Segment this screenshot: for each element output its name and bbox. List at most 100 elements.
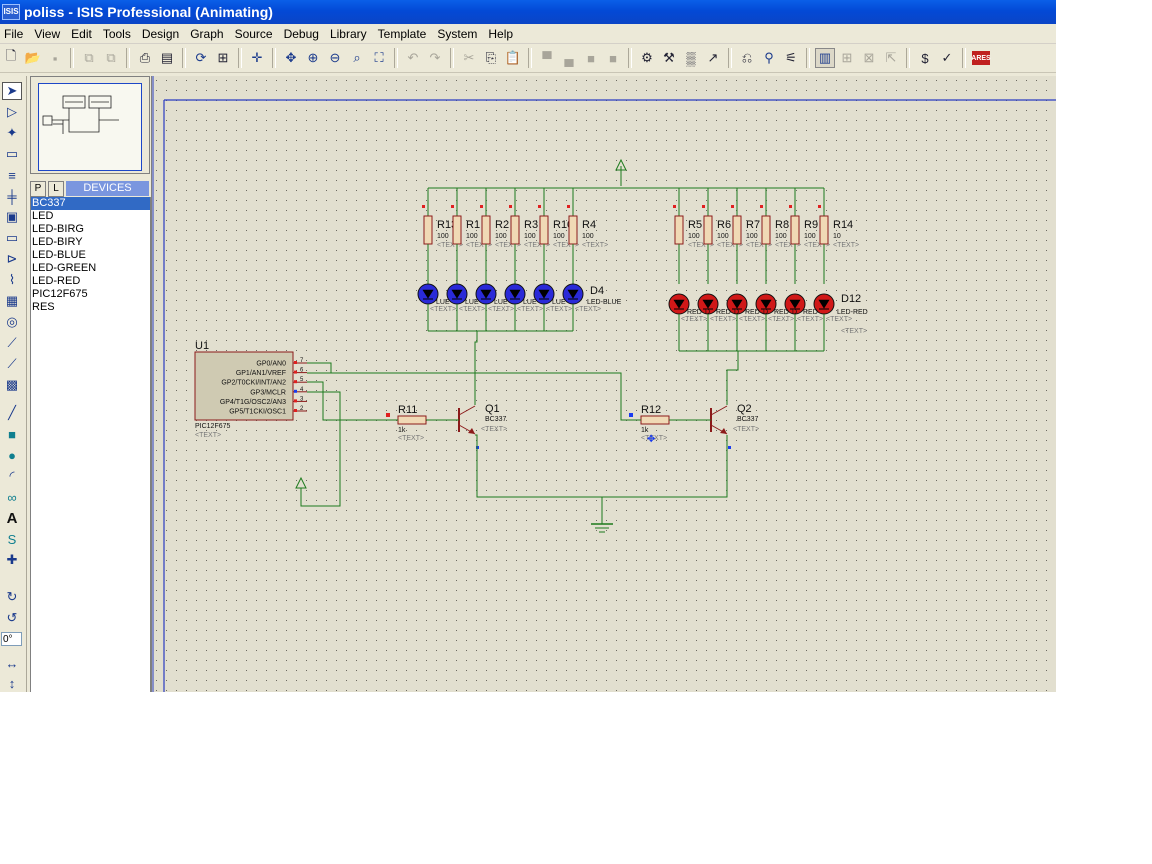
grid-icon[interactable]: ⊞	[217, 50, 229, 65]
device-item-pic12f675[interactable]: PIC12F675	[32, 288, 88, 300]
zoom-all-icon[interactable]: ⌕	[353, 50, 361, 65]
device-item-led-green[interactable]: LED-GREEN	[32, 262, 97, 274]
text-2d-icon[interactable]: A	[6, 509, 18, 527]
print-icon[interactable]: ⎙	[139, 50, 151, 65]
pick-device-icon[interactable]: ⚙	[641, 50, 653, 65]
menu-source[interactable]: Source	[234, 26, 273, 41]
block-rotate-icon[interactable]: ■	[587, 50, 595, 66]
pick-library-button[interactable]: P	[30, 181, 46, 197]
probe-icon[interactable]: ↗	[707, 50, 719, 65]
overview-preview[interactable]	[38, 83, 142, 171]
design-explorer-icon[interactable]: ▥	[815, 48, 835, 68]
origin-icon[interactable]: ✛	[251, 50, 263, 65]
open-folder-icon[interactable]: 📂	[24, 50, 42, 65]
exit-parent-icon[interactable]: ⇱	[885, 50, 897, 65]
property-tool-icon[interactable]: ⚟	[785, 50, 797, 65]
arc-2d-icon[interactable]: ◜	[9, 468, 15, 483]
menu-library[interactable]: Library	[329, 26, 367, 41]
ares-icon[interactable]: ARES	[971, 48, 991, 68]
zoom-in-icon[interactable]: ⊕	[307, 50, 319, 65]
menu-system[interactable]: System	[437, 26, 478, 41]
generator-icon[interactable]: ◎	[6, 314, 18, 329]
isis-app-icon[interactable]: ISIS	[2, 4, 20, 20]
mirror-x-icon[interactable]: ↔	[5, 655, 19, 671]
block-copy-icon[interactable]: ▀	[542, 50, 552, 66]
cut-icon[interactable]: ✂	[463, 50, 475, 65]
led-blue-part-fragment: LUE	[494, 299, 508, 306]
subcircuit-icon[interactable]: ▣	[5, 209, 19, 224]
undo-icon[interactable]: ↶	[407, 50, 419, 65]
save-icon[interactable]: ▪	[52, 50, 58, 66]
menu-design[interactable]: Design	[141, 26, 180, 41]
base-resistor-ref: R11	[398, 404, 417, 416]
bom-icon[interactable]: $	[921, 50, 929, 66]
terminal-icon[interactable]: ▭	[5, 230, 19, 245]
device-item-led-birg[interactable]: LED-BIRG	[32, 223, 84, 235]
refresh-icon[interactable]: ⟳	[195, 50, 207, 65]
mirror-y-icon[interactable]: ↕	[8, 675, 16, 691]
circle-2d-icon[interactable]: ●	[8, 447, 16, 463]
rotate-ccw-icon[interactable]: ↺	[6, 610, 18, 625]
new-sheet-icon[interactable]: ⊞	[841, 50, 853, 65]
zoom-area-icon[interactable]: ⛶	[374, 50, 384, 65]
device-item-bc337[interactable]: BC337	[31, 197, 150, 210]
overview-window[interactable]	[30, 76, 150, 174]
schematic-svg[interactable]: R13100<TEXT><TEXT>R1100<TEXT><TEXT>R2100…	[152, 76, 1056, 692]
decompose-icon[interactable]: ▒	[686, 50, 696, 66]
make-device-icon[interactable]: ⚒	[663, 50, 675, 65]
marker-2d-icon[interactable]: ✚	[6, 552, 18, 567]
mcu-pin-number: 4	[300, 387, 304, 393]
device-item-res[interactable]: RES	[32, 301, 55, 313]
text-placeholder: <TEXT>	[826, 316, 852, 323]
current-probe-icon[interactable]: ⟋	[7, 356, 17, 371]
menu-edit[interactable]: Edit	[71, 26, 92, 41]
rotation-input[interactable]: 0°	[1, 632, 22, 646]
blue-resistor-body	[481, 215, 491, 245]
zoom-out-icon[interactable]: ⊖	[329, 50, 341, 65]
menu-help[interactable]: Help	[488, 26, 514, 41]
ares-button-label: ARES	[971, 51, 991, 65]
menu-view[interactable]: View	[34, 26, 61, 41]
remove-sheet-icon[interactable]: ⊠	[863, 50, 875, 65]
select-mode-icon[interactable]: ➤	[2, 82, 22, 100]
search-tag-icon[interactable]: ⚲	[764, 50, 774, 65]
export-icon[interactable]: ⧉	[106, 50, 116, 65]
rotate-cw-icon[interactable]: ↻	[6, 589, 18, 604]
wire-autorouter-icon[interactable]: ⎌	[741, 50, 753, 65]
device-item-led-red[interactable]: LED-RED	[32, 275, 81, 287]
redo-icon[interactable]: ↷	[429, 50, 441, 65]
new-file-icon[interactable]: 🗋	[5, 48, 17, 63]
bus-icon[interactable]: ╪	[7, 188, 17, 204]
device-item-led[interactable]: LED	[32, 210, 54, 222]
library-manager-button[interactable]: L	[48, 181, 64, 197]
erc-icon[interactable]: ✓	[941, 50, 953, 65]
script-icon[interactable]: ≡	[8, 167, 16, 183]
path-2d-icon[interactable]: ∞	[7, 489, 17, 505]
device-item-led-blue[interactable]: LED-BLUE	[32, 249, 86, 261]
virtual-instrument-icon[interactable]: ▩	[5, 377, 19, 392]
pan-icon[interactable]: ✥	[285, 50, 297, 65]
paste-icon[interactable]: 📋	[504, 50, 522, 65]
menu-debug[interactable]: Debug	[283, 26, 319, 41]
wire-label-icon[interactable]: ▭	[5, 146, 19, 161]
line-2d-icon[interactable]: ╱	[8, 405, 16, 420]
box-2d-icon[interactable]: ■	[8, 426, 16, 442]
menu-graph[interactable]: Graph	[190, 26, 224, 41]
component-mode-icon[interactable]: ▷	[7, 104, 17, 119]
block-delete-icon[interactable]: ■	[609, 50, 617, 66]
copy-icon[interactable]: ⎘	[485, 50, 497, 65]
block-move-icon[interactable]: ▄	[564, 50, 574, 66]
print-area-icon[interactable]: ▤	[160, 50, 174, 65]
junction-icon[interactable]: ✦	[6, 125, 18, 140]
graph-icon[interactable]: ⌇	[8, 272, 16, 287]
device-item-led-biry[interactable]: LED-BIRY	[32, 236, 83, 248]
menu-file[interactable]: File	[4, 26, 24, 41]
menu-tools[interactable]: Tools	[102, 26, 131, 41]
import-icon[interactable]: ⧉	[84, 50, 94, 65]
menu-template[interactable]: Template	[377, 26, 427, 41]
tape-recorder-icon[interactable]: ▦	[5, 293, 19, 308]
voltage-probe-icon[interactable]: ⟋	[7, 335, 17, 350]
device-pin-icon[interactable]: ⊳	[6, 251, 18, 266]
symbol-2d-icon[interactable]: S	[7, 531, 17, 547]
